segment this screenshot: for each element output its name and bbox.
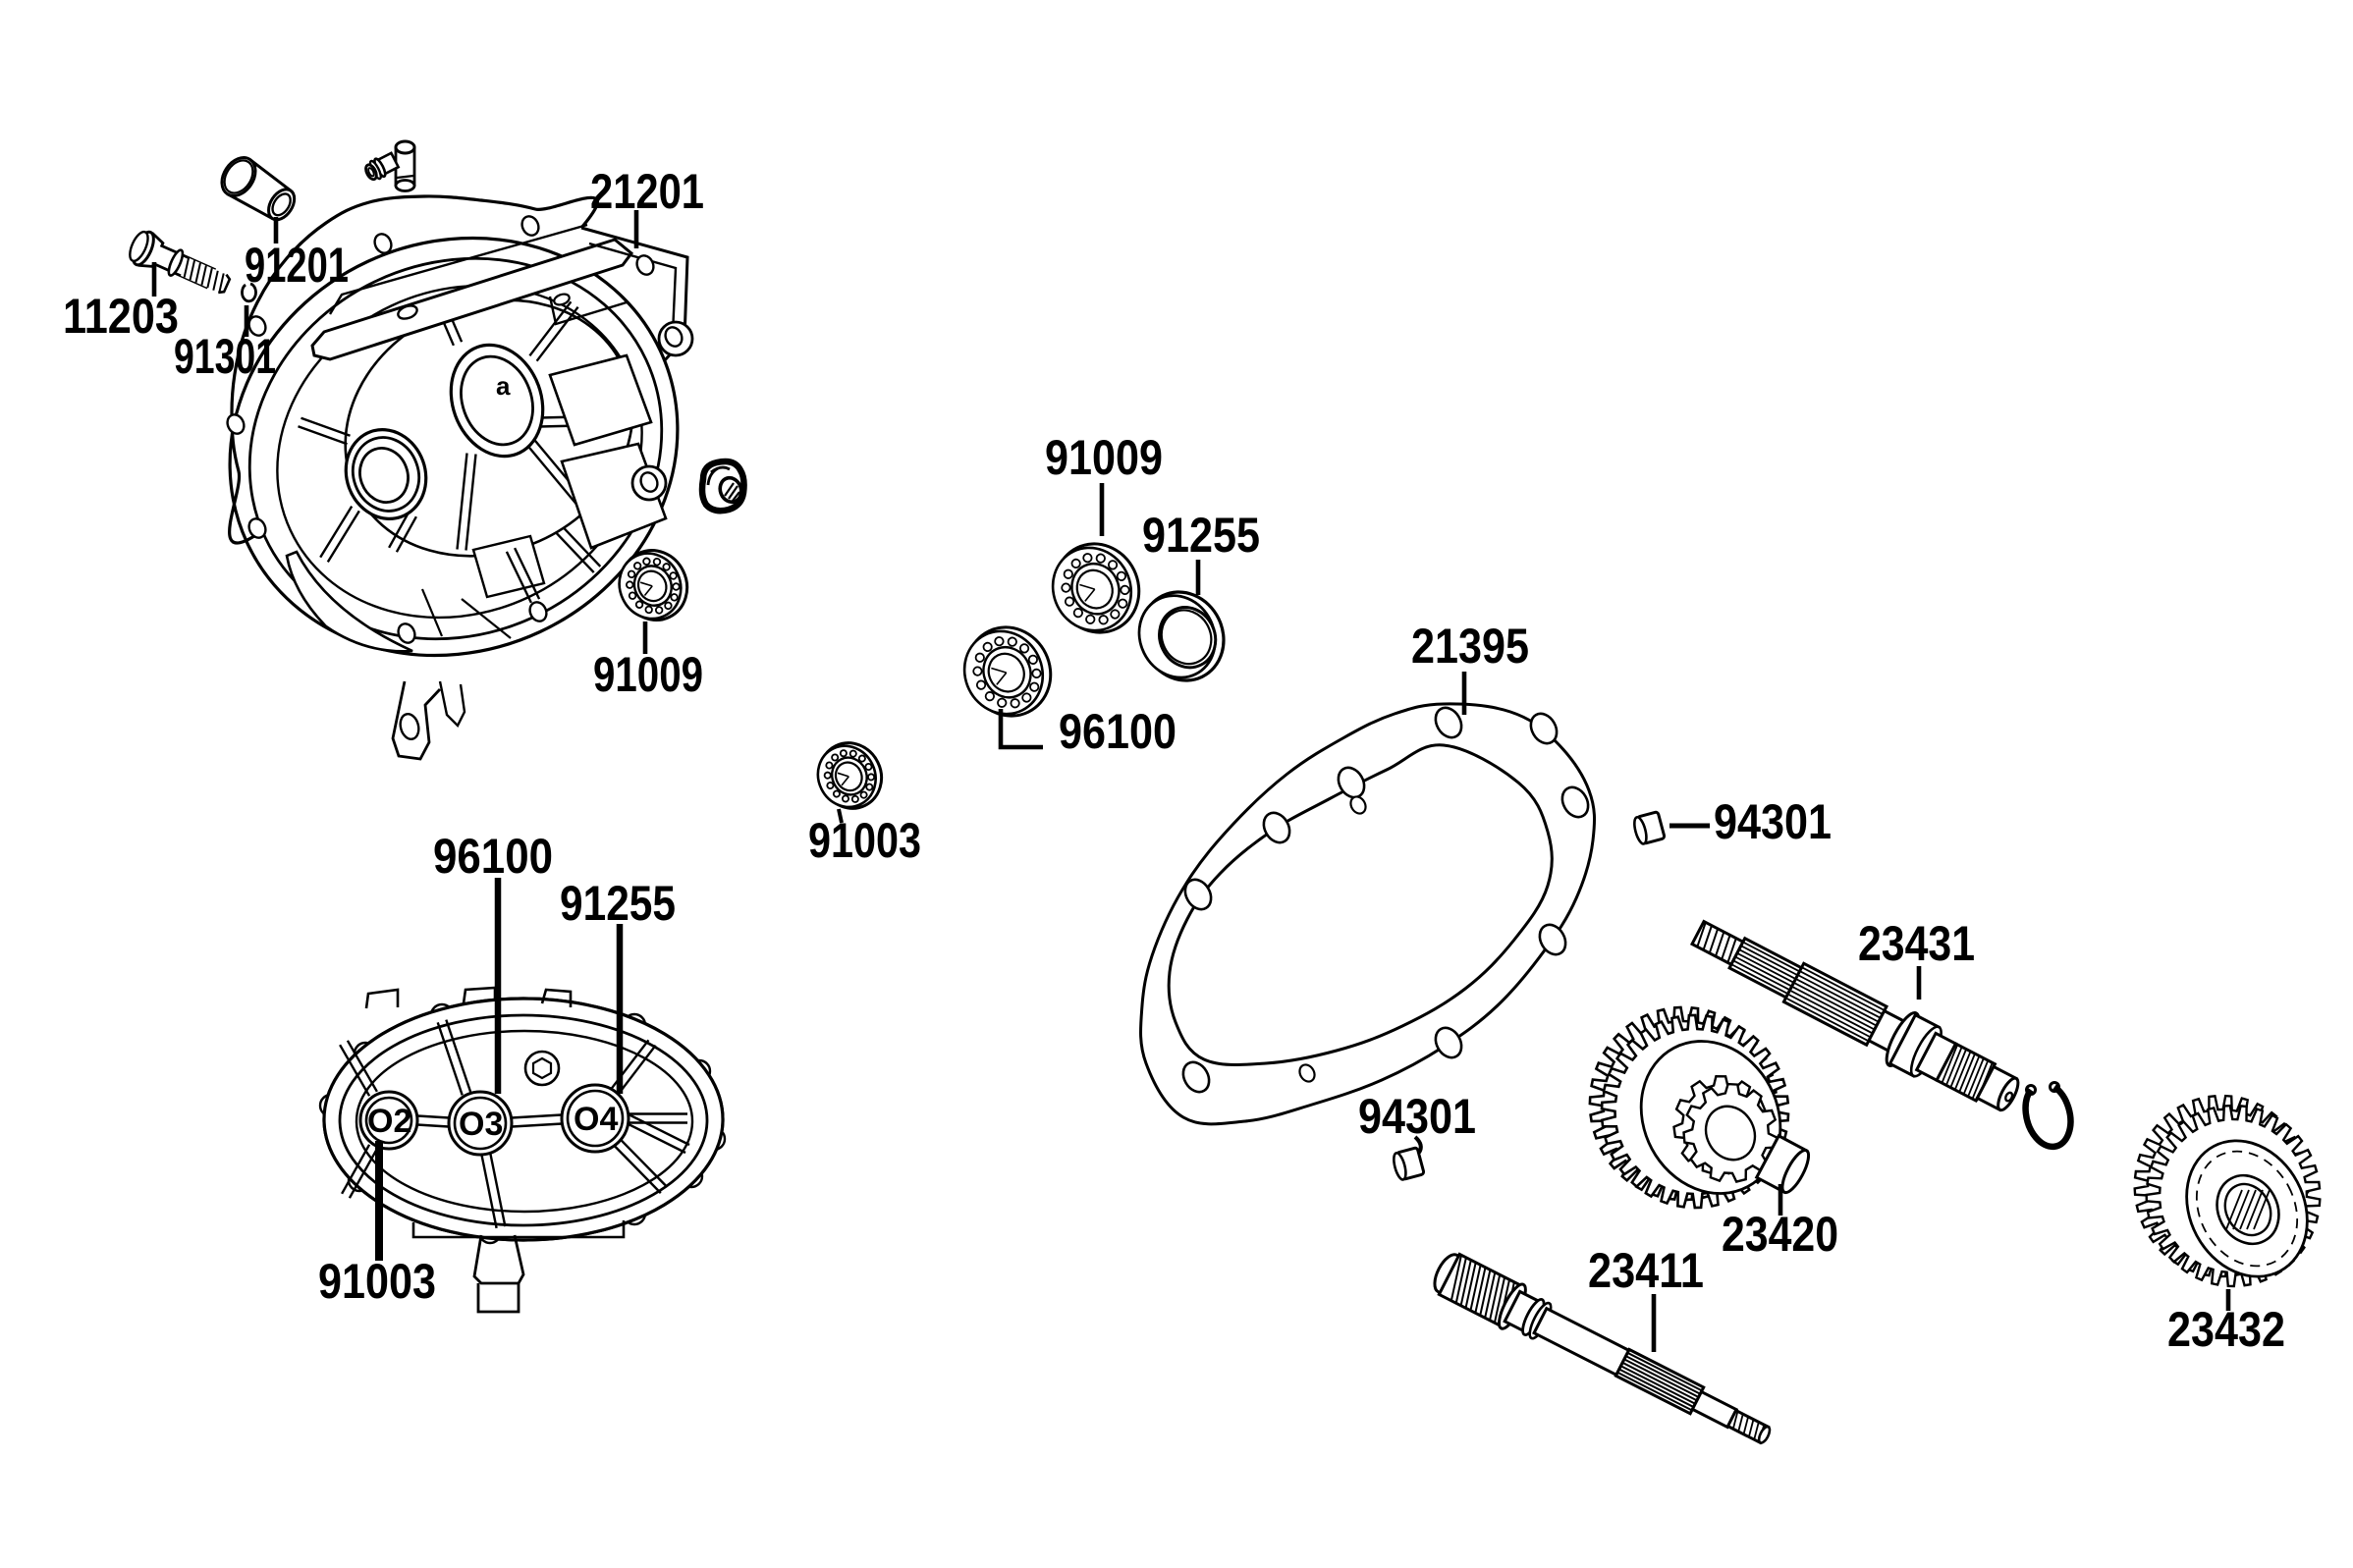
svg-text:94301: 94301 xyxy=(1714,794,1832,849)
svg-text:96100: 96100 xyxy=(433,829,553,884)
svg-text:11203: 11203 xyxy=(63,289,179,344)
svg-text:91301: 91301 xyxy=(174,329,276,384)
svg-text:91003: 91003 xyxy=(808,813,921,868)
svg-text:94301: 94301 xyxy=(1358,1089,1476,1144)
svg-text:O4: O4 xyxy=(574,1101,618,1138)
svg-text:91255: 91255 xyxy=(560,876,676,931)
svg-text:91009: 91009 xyxy=(1045,430,1163,485)
svg-text:O2: O2 xyxy=(367,1103,411,1140)
svg-text:91003: 91003 xyxy=(318,1254,436,1309)
svg-text:23432: 23432 xyxy=(2167,1302,2285,1357)
svg-text:91255: 91255 xyxy=(1142,508,1260,563)
svg-text:23411: 23411 xyxy=(1588,1243,1704,1298)
svg-text:a: a xyxy=(496,371,511,401)
svg-text:96100: 96100 xyxy=(1059,704,1176,759)
svg-text:23420: 23420 xyxy=(1722,1207,1838,1262)
svg-text:21395: 21395 xyxy=(1411,619,1529,674)
svg-text:23431: 23431 xyxy=(1858,916,1975,971)
svg-text:21201: 21201 xyxy=(590,164,704,219)
svg-text:O3: O3 xyxy=(459,1106,503,1143)
svg-text:91009: 91009 xyxy=(593,647,703,702)
svg-text:91201: 91201 xyxy=(245,238,349,293)
